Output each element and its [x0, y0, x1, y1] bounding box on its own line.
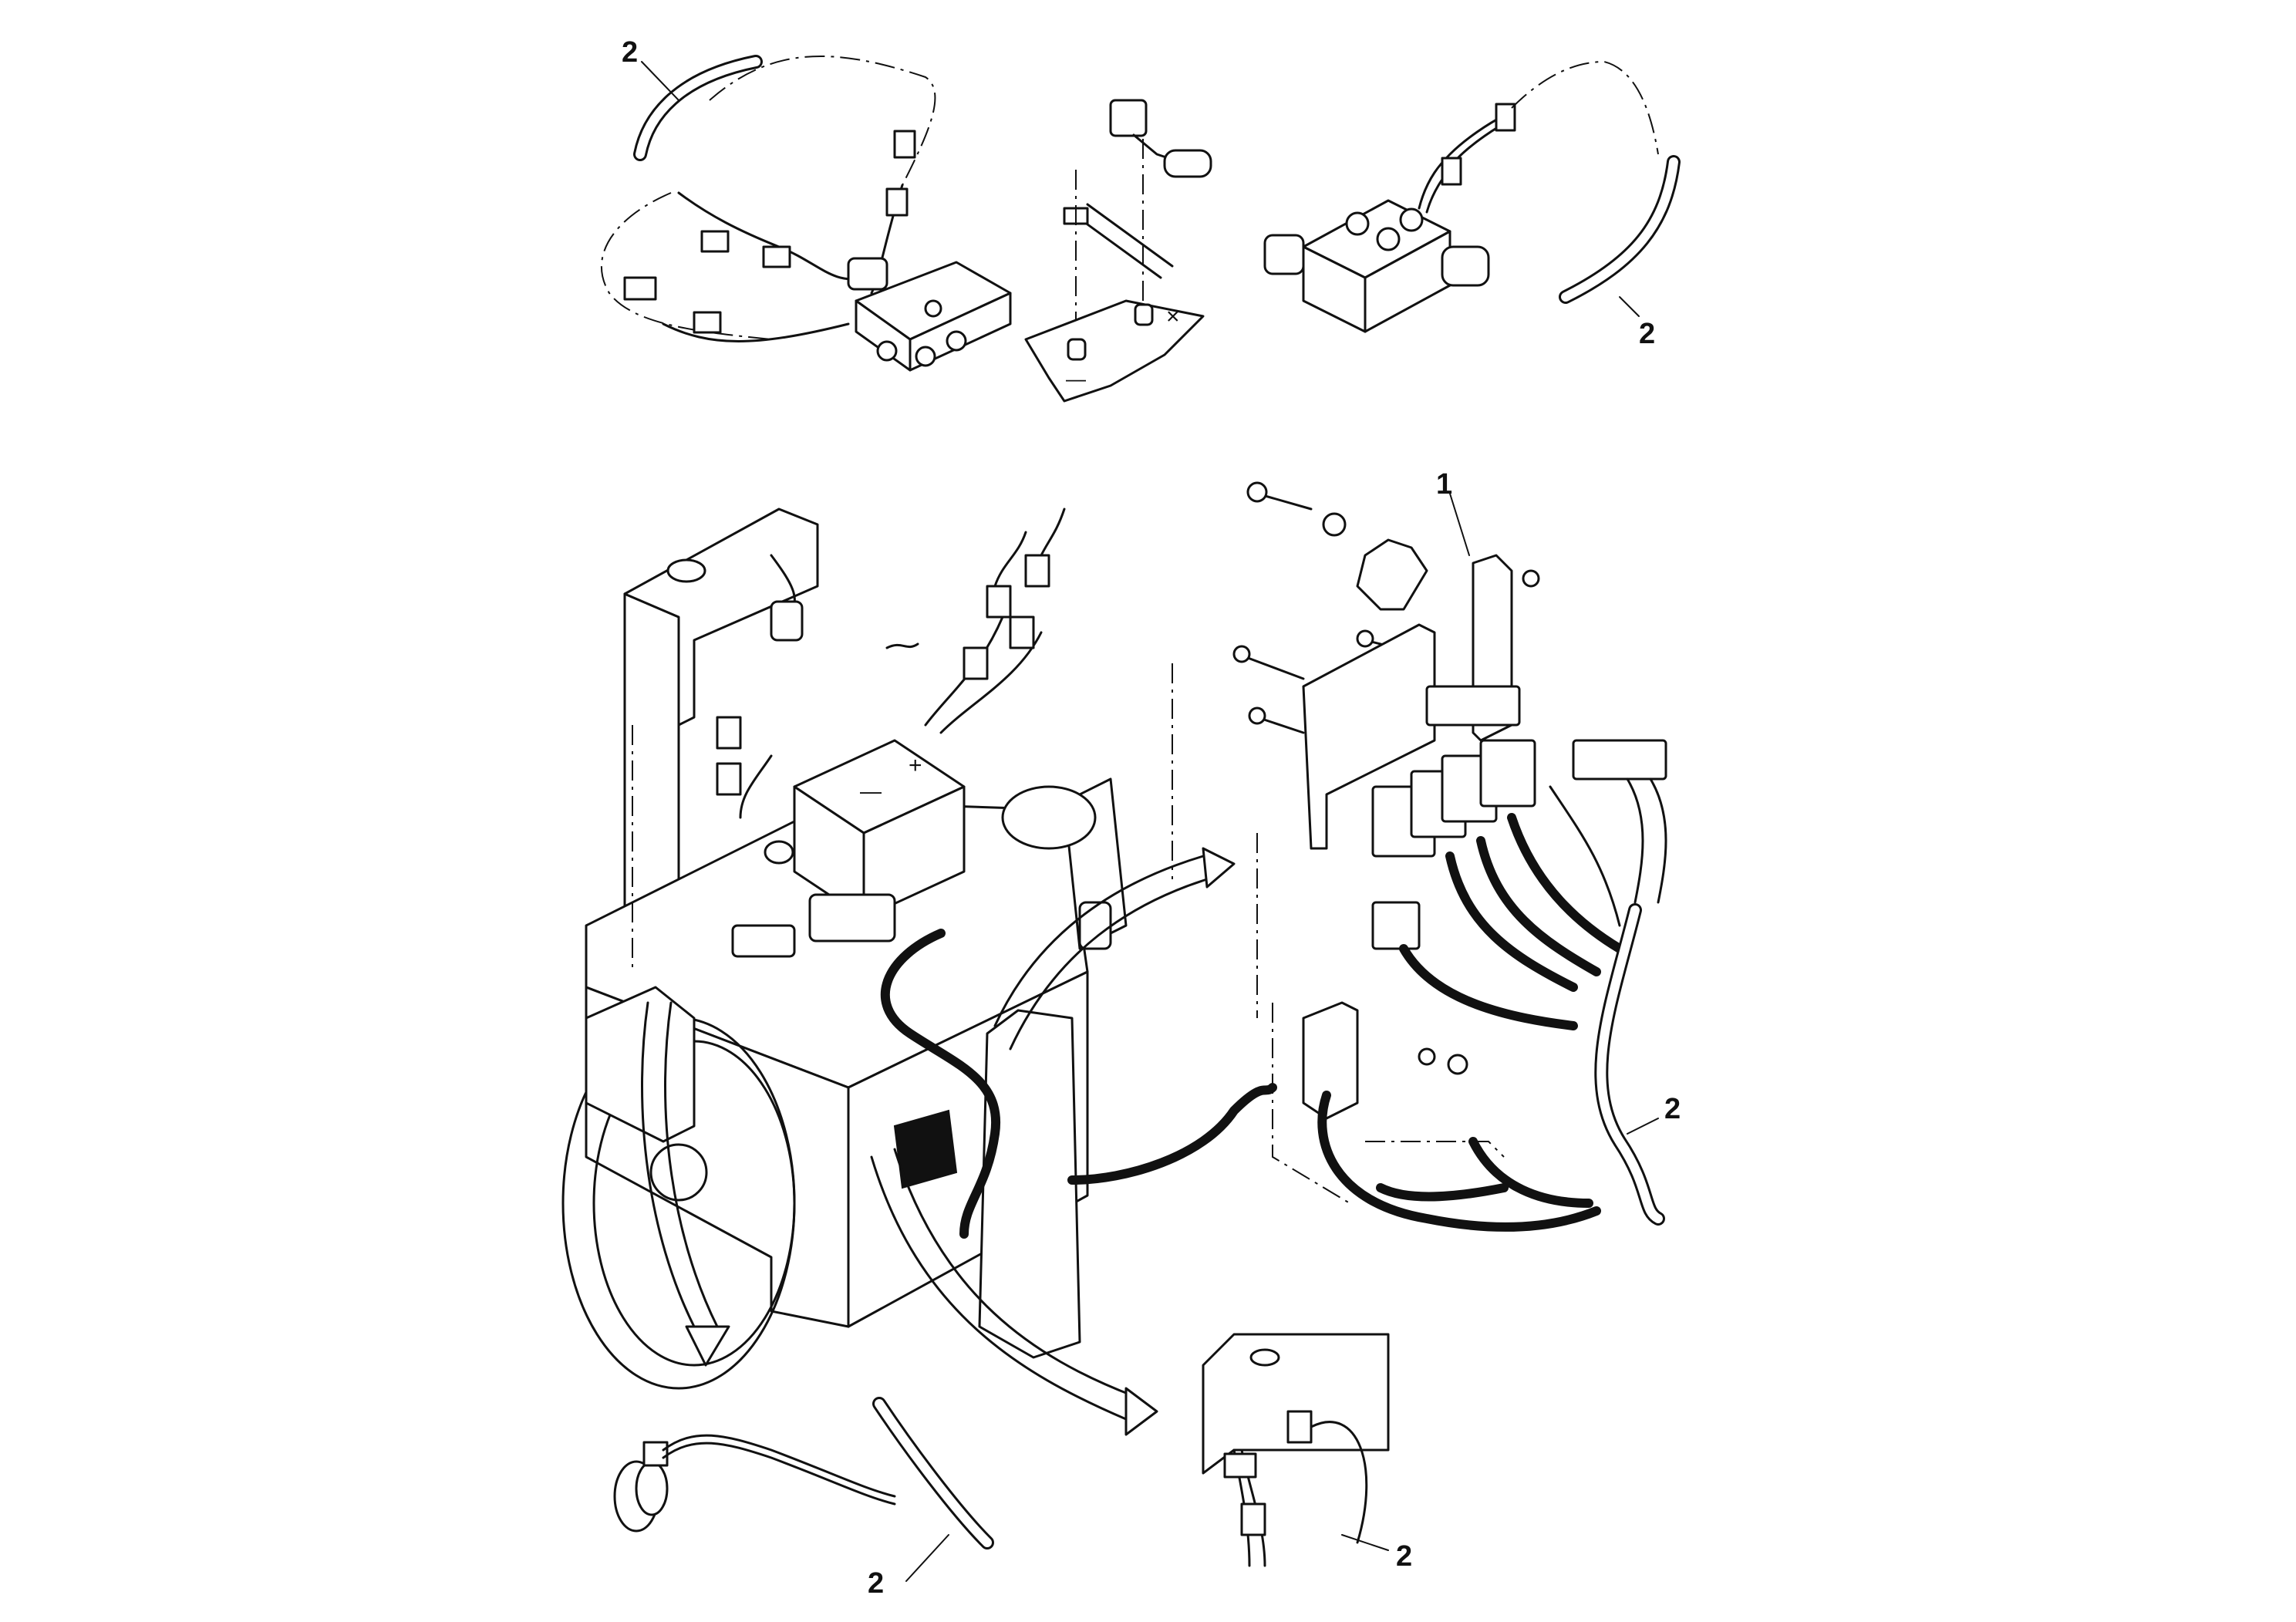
callout-leader	[1449, 493, 1470, 556]
callout-2-top-left: 2	[622, 36, 638, 69]
flow-arrow-icon	[641, 1001, 696, 1328]
fuse-holder-icon	[1302, 1001, 1359, 1120]
valve-harness-detail-top-left	[601, 55, 1012, 372]
callout-2-right: 2	[1664, 1093, 1681, 1125]
battery-cable-detail-top-middle: — ×	[1024, 99, 1212, 403]
main-power-cable-icon	[881, 929, 1001, 1239]
terminal-plus-mark: ×	[1166, 304, 1180, 329]
connector-icon	[693, 311, 722, 334]
tank-mounting-bracket-icon	[623, 508, 819, 727]
callout-leader	[905, 1534, 949, 1582]
connector-icon	[893, 130, 916, 159]
cable-terminal-cap-icon	[1109, 99, 1148, 137]
flow-arrow-icon	[870, 1155, 1128, 1421]
valve-detail-top-right	[1263, 60, 1681, 333]
light-bracket-detail-bottom-right	[1202, 1333, 1390, 1567]
relay-bracket-plate-icon	[1302, 623, 1436, 850]
callout-leader	[1619, 296, 1640, 317]
machine-frame-assembly: — +	[561, 508, 1277, 1436]
connector-icon	[762, 245, 791, 268]
horn-detail-bottom-left	[613, 1397, 994, 1549]
callout-leader	[641, 61, 679, 101]
cover-icon	[1356, 538, 1428, 611]
callout-2-bottom-left: 2	[868, 1567, 884, 1600]
connector-icon	[1223, 1452, 1257, 1479]
connector-block-icon	[1572, 739, 1667, 781]
relay-bracket-assembly	[1232, 481, 1667, 1232]
connector-icon	[623, 276, 657, 301]
terminal-minus-mark: —	[1066, 367, 1086, 390]
flow-arrow-icon	[993, 855, 1205, 1027]
callout-1: 1	[1436, 468, 1452, 501]
connector-icon	[700, 230, 730, 253]
light-bracket-icon	[1202, 1333, 1390, 1475]
callout-2-top-right: 2	[1639, 318, 1655, 350]
relay-wire-icon	[1399, 944, 1578, 1030]
callout-2-bottom-right: 2	[1396, 1540, 1412, 1573]
connector-icon	[885, 187, 909, 217]
battery-plus-mark: +	[909, 753, 922, 778]
battery-minus-mark: —	[860, 779, 882, 803]
battery-terminal-plate-icon	[1024, 299, 1205, 403]
callout-leader	[1341, 1534, 1389, 1551]
callouts: 2 2 1 2 2 2	[622, 36, 1681, 1600]
callout-leader	[1627, 1118, 1659, 1135]
main-harness-hose-icon	[1594, 903, 1665, 1226]
